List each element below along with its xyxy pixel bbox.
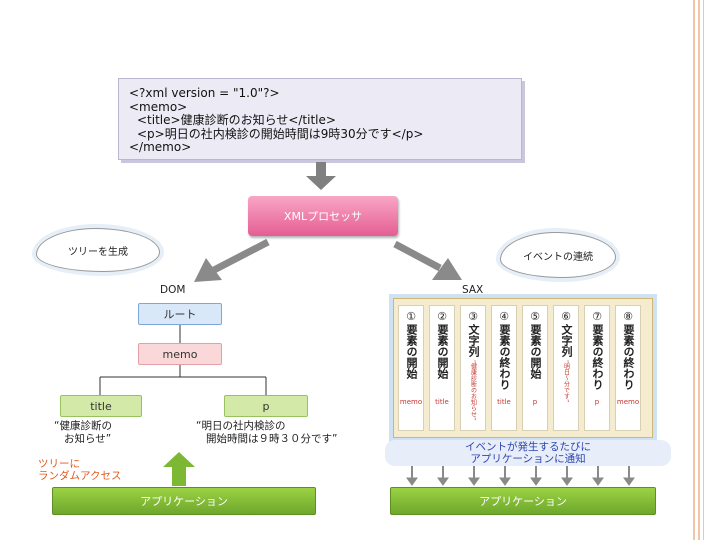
dom-node-root-label: ルート [163, 308, 197, 321]
random-access-arrow-head [163, 452, 195, 467]
event-number: ① [406, 310, 416, 323]
dom-heading: DOM [160, 284, 186, 296]
dom-node-p-label: p [262, 399, 270, 413]
dom-node-root: ルート [138, 303, 222, 325]
dom-node-memo: memo [138, 343, 222, 365]
event-sub-text: “明日〜分です” [562, 360, 570, 403]
sax-event-column: ① 要素の開始 memo [398, 305, 424, 431]
event-number: ④ [499, 310, 509, 323]
event-value: p [594, 398, 600, 406]
event-label: 要素の終わり [622, 324, 635, 390]
event-label: 要素の開始 [405, 324, 418, 379]
dom-application-bar: アプリケーション [52, 487, 316, 515]
xml-line: </memo> [129, 140, 192, 154]
event-number: ⑥ [561, 310, 571, 323]
event-number: ③ [468, 310, 478, 323]
sax-event-column: ④ 要素の終わり title [491, 305, 517, 431]
event-value: p [532, 398, 538, 406]
sax-cloud-callout: イベントの連続 [500, 232, 616, 278]
event-value: memo [616, 398, 640, 406]
p-text-content: “明日の社内検診の 開始時間は９時３０分です” [196, 420, 337, 446]
event-value: title [497, 398, 511, 406]
sax-event-column: ⑦ 要素の終わり p [584, 305, 610, 431]
event-number: ⑦ [592, 310, 602, 323]
event-number: ⑧ [623, 310, 633, 323]
sax-event-column: ③ 文字列 “健康診断のお知らせ” [460, 305, 486, 431]
xml-source-box: <?xml version = "1.0"?> <memo> <title>健康… [118, 78, 522, 160]
event-value: memo [399, 398, 423, 406]
sax-event-column: ⑥ 文字列 “明日〜分です” [553, 305, 579, 431]
title-text-line: お知らせ” [64, 433, 112, 445]
sax-application-bar: アプリケーション [390, 487, 656, 515]
title-text-line: “健康診断の [54, 420, 112, 432]
xml-line: <memo> [129, 99, 188, 114]
xml-processor-box: XMLプロセッサ [248, 196, 398, 236]
random-access-line: ランダムアクセス [38, 470, 122, 482]
sax-event-column: ⑤ 要素の開始 p [522, 305, 548, 431]
event-number: ⑤ [530, 310, 540, 323]
sax-event-column: ② 要素の開始 title [429, 305, 455, 431]
sax-event-column: ⑧ 要素の終わり memo [615, 305, 641, 431]
arrow-head [432, 258, 462, 280]
random-access-line: ツリーに [38, 458, 80, 470]
event-label: 要素の終わり [591, 324, 604, 390]
xml-line: <p>明日の社内検診の開始時間は9時30分です</p> [137, 126, 424, 141]
arrow-shaft [393, 240, 442, 272]
arrow-shaft [212, 238, 270, 274]
right-border-line-3 [703, 0, 704, 540]
arrow-head [306, 176, 336, 190]
sax-application-label: アプリケーション [479, 495, 567, 508]
dom-node-title: title [60, 395, 142, 417]
arrow-head [194, 258, 222, 282]
title-text-content: “健康診断の お知らせ” [54, 420, 112, 446]
sax-cloud-label: イベントの連続 [523, 251, 593, 263]
sax-notice-box: イベントが発生するたびに アプリケーションに通知 [385, 440, 671, 466]
event-value: title [435, 398, 449, 406]
event-label: 要素の開始 [529, 324, 542, 379]
dom-node-title-label: title [90, 399, 112, 413]
xml-line: <title>健康診断のお知らせ</title> [137, 113, 336, 127]
random-access-label: ツリーに ランダムアクセス [38, 458, 121, 482]
event-label: 要素の終わり [498, 324, 511, 390]
dom-node-memo-label: memo [162, 347, 198, 361]
sax-heading: SAX [462, 284, 484, 296]
dom-cloud-label: ツリーを生成 [68, 246, 128, 258]
sax-notice-line: イベントが発生するたびに [465, 441, 591, 453]
arrow-shaft [316, 162, 326, 178]
event-label: 文字列 [467, 324, 480, 357]
xml-line: <?xml version = "1.0"?> [129, 86, 280, 100]
event-sub-text: “健康診断のお知らせ” [469, 360, 477, 421]
notify-arrows [406, 466, 635, 486]
xml-processor-label: XMLプロセッサ [283, 210, 363, 223]
dom-cloud-callout: ツリーを生成 [36, 228, 160, 272]
p-text-line: 開始時間は９時３０分です” [206, 433, 338, 445]
event-label: 要素の開始 [436, 324, 449, 379]
random-access-arrow-shaft [172, 466, 186, 486]
event-number: ② [437, 310, 447, 323]
right-border-line-2 [698, 0, 700, 540]
event-label: 文字列 [560, 324, 573, 357]
sax-notice-line: アプリケーションに通知 [470, 453, 586, 465]
p-text-line: “明日の社内検診の [196, 420, 286, 432]
dom-application-label: アプリケーション [140, 495, 228, 508]
dom-node-p: p [224, 395, 308, 417]
right-border-line-1 [693, 0, 695, 540]
sax-event-panel: ① 要素の開始 memo ② 要素の開始 title ③ 文字列 “健康診断のお… [393, 298, 653, 438]
